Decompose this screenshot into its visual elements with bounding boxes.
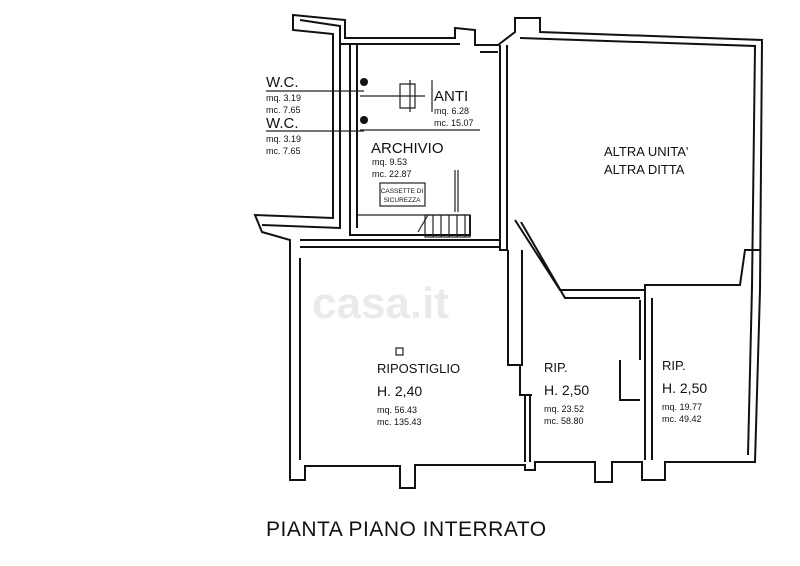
room-height: H. 2,50 [662,380,707,396]
room-mq: mq. 56.43 [377,405,417,415]
room-wc2: W.C. mq. 3.19 mc. 7.65 [266,115,301,156]
rip-divider-2 [619,290,653,460]
ripostiglio-column [395,347,404,356]
room-mq: mq. 19.77 [662,402,702,412]
room-mq: mq. 9.53 [372,157,407,167]
cassette-line1: CASSETTE DI [381,188,424,195]
room-mc: mc. 58.80 [544,416,584,426]
room-height: H. 2,40 [377,383,422,399]
toilet-icon [360,78,368,86]
room-altra-unita: ALTRA UNITA' ALTRA DITTA [604,144,688,177]
cassette-box: CASSETTE DI SICUREZZA [379,182,426,207]
rip-divider-1 [519,365,532,462]
watermark: casa.it [312,279,449,328]
room-mc: mc. 7.65 [266,105,301,115]
room-mc: mc. 135.43 [377,417,422,427]
altra-line1: ALTRA UNITA' [604,144,688,159]
room-rip1: RIP. H. 2,50 mq. 23.52 mc. 58.80 [544,360,589,426]
archivio-right-wall [499,45,508,251]
archivio-shelf [358,170,470,216]
room-mq: mq. 3.19 [266,93,301,103]
room-rip2: RIP. H. 2,50 mq. 19.77 mc. 49.42 [662,358,707,424]
toilet-icon [360,116,368,124]
stair-steps [417,214,466,237]
room-mc: mc. 22.87 [372,169,412,179]
altra-line2: ALTRA DITTA [604,162,685,177]
wc-partitions [360,80,480,131]
plan-title: PIANTA PIANO INTERRATO [266,518,547,541]
altra-unita-boundary [514,219,760,299]
room-name: RIP. [544,360,568,375]
room-name: W.C. [266,115,299,132]
room-name: W.C. [266,74,299,91]
room-name: RIPOSTIGLIO [377,361,460,376]
room-anti: ANTI mq. 6.28 mc. 15.07 [434,88,474,128]
room-mq: mq. 3.19 [266,134,301,144]
room-wc1: W.C. mq. 3.19 mc. 7.65 [266,74,301,115]
walls [253,13,764,489]
room-ripostiglio: RIPOSTIGLIO H. 2,40 mq. 56.43 mc. 135.43 [377,361,460,427]
room-name: RIP. [662,358,686,373]
room-archivio: ARCHIVIO mq. 9.53 mc. 22.87 [371,140,444,179]
room-name: ARCHIVIO [371,140,444,157]
stair [424,214,471,238]
ripostiglio-top-wall [300,239,500,248]
room-mc: mc. 7.65 [266,146,301,156]
room-mq: mq. 23.52 [544,404,584,414]
room-mq: mq. 6.28 [434,106,469,116]
outer-wall [253,13,764,489]
room-mc: mc. 15.07 [434,118,474,128]
inner-outline [261,19,757,460]
room-height: H. 2,50 [544,382,589,398]
cassette-line2: SICUREZZA [384,197,422,204]
room-mc: mc. 49.42 [662,414,702,424]
central-column [507,250,523,366]
room-name: ANTI [434,88,468,105]
